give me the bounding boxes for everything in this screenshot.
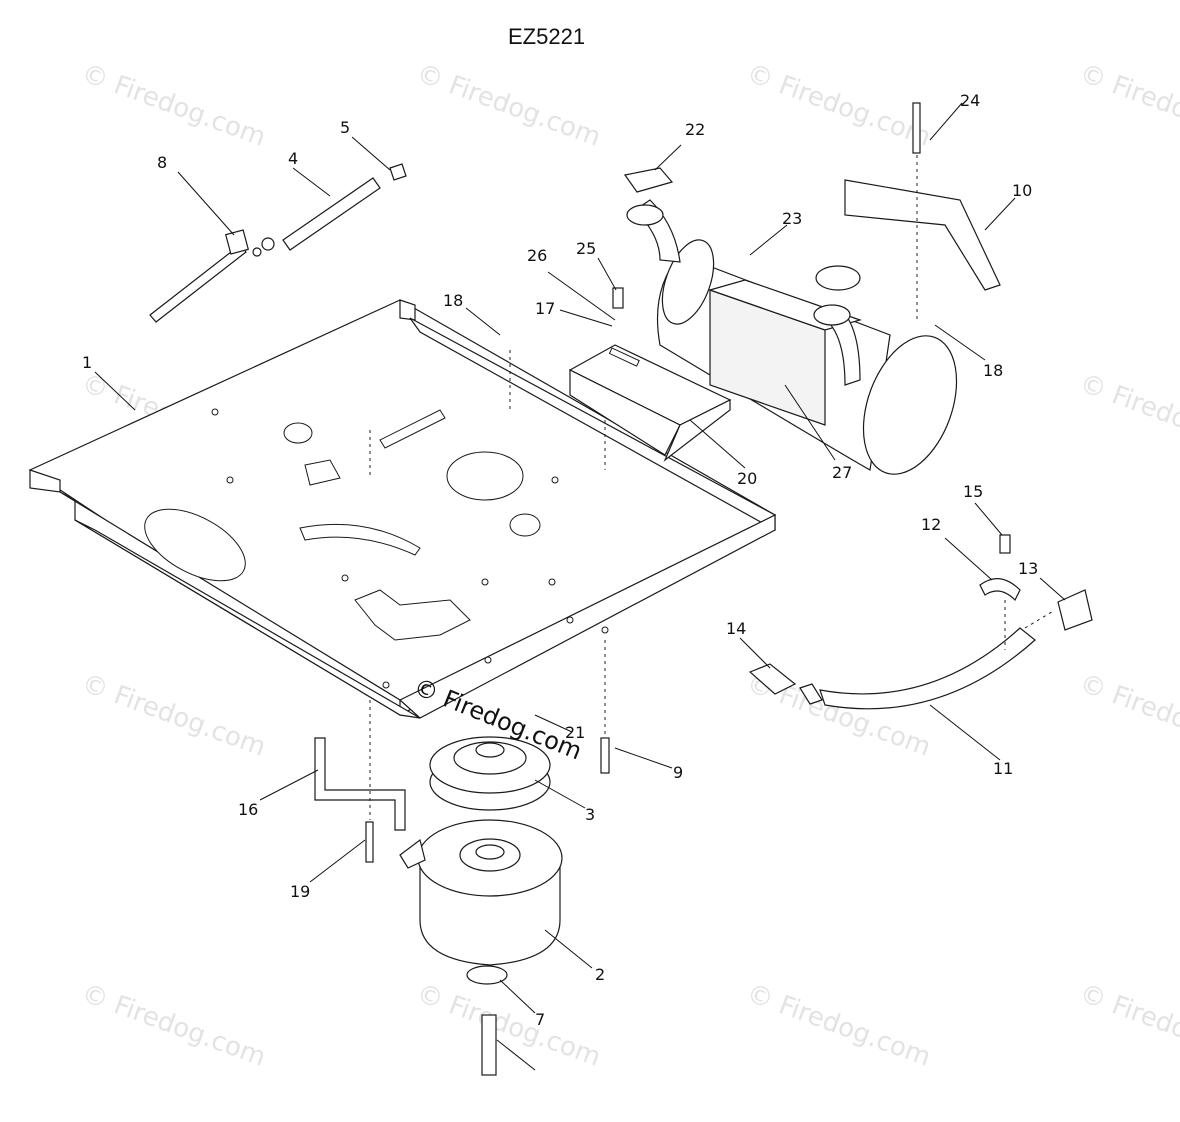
callout-22: 22 — [685, 120, 705, 139]
watermark: © Firedog.com — [743, 978, 935, 1072]
callout-13: 13 — [1018, 559, 1038, 578]
muffler-bracket — [568, 344, 732, 462]
watermark: © Firedog.com — [78, 978, 270, 1072]
pulley — [429, 736, 551, 811]
callout-18-b: 18 — [983, 361, 1003, 380]
callout-17: 17 — [535, 299, 555, 318]
diagram-title: EZ5221 — [508, 24, 585, 49]
callout-labels: 1 2 3 4 5 7 8 9 10 11 12 13 14 15 16 17 … — [82, 91, 1038, 1029]
watermark: © Firedog.com — [1076, 668, 1180, 762]
callout-21: 21 — [565, 723, 585, 742]
watermark: © Firedog.com — [413, 58, 605, 152]
watermark: © Firedog.com — [78, 668, 270, 762]
assembly-lines — [369, 155, 1056, 820]
callout-10: 10 — [1012, 181, 1032, 200]
callout-14: 14 — [726, 619, 746, 638]
callout-23: 23 — [782, 209, 802, 228]
callout-11: 11 — [993, 759, 1013, 778]
watermark: © Firedog.com — [743, 58, 935, 152]
callout-26: 26 — [527, 246, 547, 265]
watermark: © Firedog.com — [1076, 368, 1180, 462]
clutch-bracket — [314, 737, 406, 831]
callout-12: 12 — [921, 515, 941, 534]
callout-25: 25 — [576, 239, 596, 258]
watermark: © Firedog.com — [1076, 978, 1180, 1072]
callout-7: 7 — [535, 1010, 545, 1029]
callout-20: 20 — [737, 469, 757, 488]
callout-8: 8 — [157, 153, 167, 172]
callout-16: 16 — [238, 800, 258, 819]
leader-lines — [94, 102, 1066, 1071]
frame-plate — [28, 299, 777, 719]
callout-5: 5 — [340, 118, 350, 137]
watermark: © Firedog.com — [1076, 58, 1180, 152]
watermark: © Firedog.com — [413, 978, 605, 1072]
callout-3: 3 — [585, 805, 595, 824]
callout-19: 19 — [290, 882, 310, 901]
callout-9: 9 — [673, 763, 683, 782]
electric-clutch — [399, 819, 563, 966]
callout-24: 24 — [960, 91, 980, 110]
bolts — [365, 102, 921, 863]
callout-2: 2 — [595, 965, 605, 984]
callout-15: 15 — [963, 482, 983, 501]
callout-1: 1 — [82, 353, 92, 372]
callout-27: 27 — [832, 463, 852, 482]
callout-4: 4 — [288, 149, 298, 168]
heat-shield — [844, 179, 1001, 291]
hydraulic-hose — [748, 534, 1093, 710]
callout-18-a: 18 — [443, 291, 463, 310]
muffler-assembly — [623, 167, 958, 475]
watermark: © Firedog.com — [78, 58, 270, 152]
fuel-valve-assembly — [149, 163, 407, 323]
spacer-and-shaft — [466, 965, 508, 1076]
